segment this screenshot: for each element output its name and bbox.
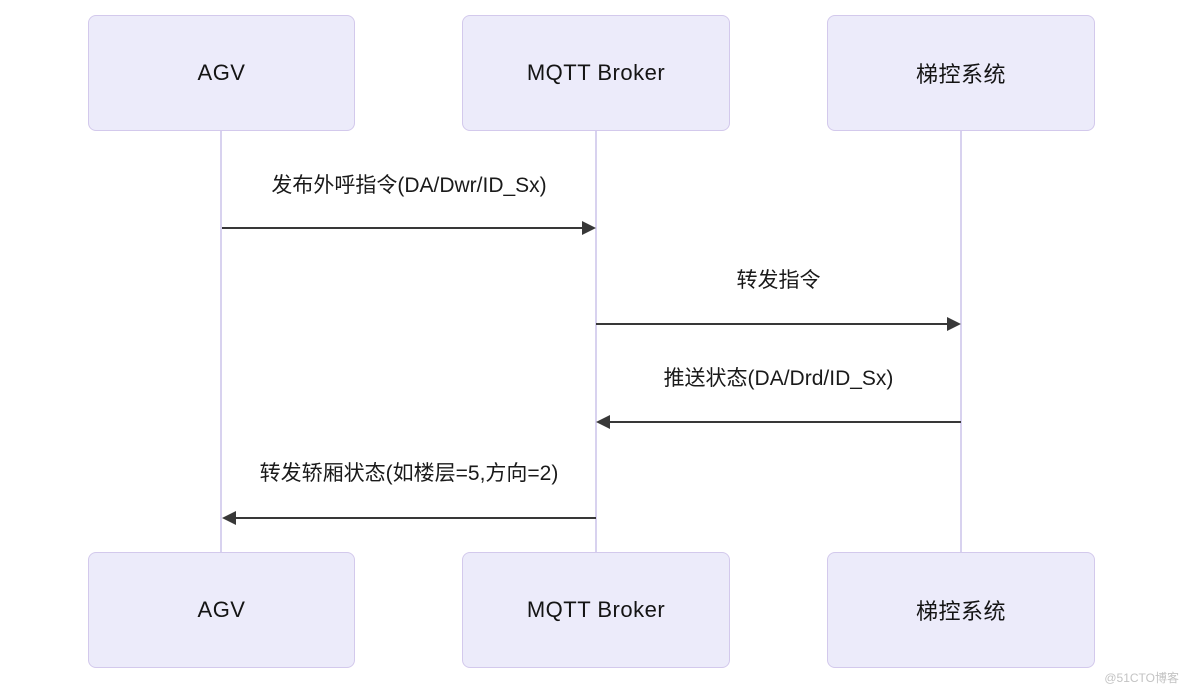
actor-box-mqtt-broker-top: MQTT Broker [462, 15, 730, 131]
message-arrow-left [596, 415, 961, 429]
arrowhead-left-icon [222, 511, 236, 525]
arrowhead-left-icon [596, 415, 610, 429]
actor-label: 梯控系统 [915, 599, 1006, 624]
actor-box-mqtt-broker-bottom: MQTT Broker [462, 552, 730, 668]
message-arrow-right [596, 317, 961, 331]
actor-label: AGV [197, 60, 246, 85]
actor-label: MQTT Broker [526, 597, 666, 622]
lifeline-mqtt-broker [595, 131, 597, 553]
message-arrow-right [222, 221, 596, 235]
message-label-forward-car-status: 转发轿厢状态(如楼层=5,方向=2) [259, 462, 559, 485]
arrow-shaft [222, 227, 585, 229]
actor-box-elevator-control-top: 梯控系统 [827, 15, 1095, 131]
actor-label: AGV [197, 597, 246, 622]
actor-label: 梯控系统 [915, 62, 1006, 87]
actor-box-agv-top: AGV [88, 15, 355, 131]
arrow-shaft [607, 421, 961, 423]
watermark-51cto: @51CTO博客 [1104, 671, 1179, 685]
message-label-push-status: 推送状态(DA/Drd/ID_Sx) [663, 367, 894, 390]
message-label-forward-command: 转发指令 [736, 269, 821, 292]
message-label-publish-call-command: 发布外呼指令(DA/Dwr/ID_Sx) [271, 174, 547, 197]
arrow-shaft [233, 517, 596, 519]
message-arrow-left [222, 511, 596, 525]
lifeline-agv [220, 131, 222, 553]
actor-box-agv-bottom: AGV [88, 552, 355, 668]
arrowhead-right-icon [582, 221, 596, 235]
lifeline-elevator-control-system [960, 131, 962, 553]
actor-box-elevator-control-bottom: 梯控系统 [827, 552, 1095, 668]
arrowhead-right-icon [947, 317, 961, 331]
actor-label: MQTT Broker [526, 60, 666, 85]
arrow-shaft [596, 323, 950, 325]
